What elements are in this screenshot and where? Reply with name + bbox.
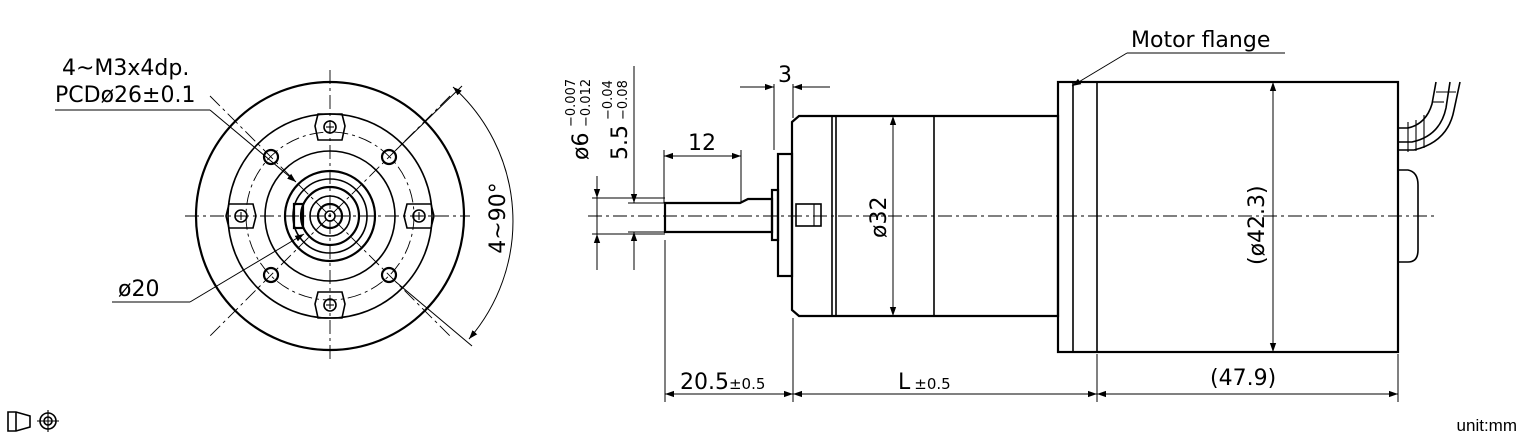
- motor-body: [1056, 80, 1419, 354]
- output-shaft: [663, 197, 774, 234]
- shaft-length-label: 20.5: [680, 370, 729, 395]
- tapped-hole-4: [380, 266, 398, 284]
- gearbox-length-dimension: L±0.5: [898, 370, 951, 395]
- pilot-circle: [283, 169, 377, 263]
- flange-thickness-label: 3: [778, 63, 792, 88]
- motor-diameter-label: (ø42.3): [1245, 185, 1270, 265]
- gearbox-length-label: L: [898, 370, 911, 395]
- mount-screw-right: [403, 203, 435, 229]
- mount-screw-top: [314, 113, 346, 141]
- flat-size-tol-upper: −0.04: [601, 80, 616, 120]
- hole-spec-line2: PCDø26±0.1: [55, 83, 195, 108]
- angle-label: 4~90°: [486, 182, 511, 253]
- shaft-diameter-tol-upper: −0.007: [564, 79, 579, 127]
- shaft-length-tol: ±0.5: [729, 375, 765, 393]
- gearbox-length-tol: ±0.5: [914, 375, 950, 393]
- flat-size-label: 5.5: [608, 125, 633, 160]
- mount-screw-left: [225, 203, 257, 229]
- front-view: 4~M3x4dp. PCDø26±0.1 ø20 4~90°: [55, 56, 514, 360]
- shaft-flat-length-label: 12: [688, 131, 716, 156]
- tapped-hole-1: [262, 148, 280, 166]
- unit-label: unit:mm: [1457, 416, 1517, 435]
- bearing-circle-2: [299, 185, 361, 247]
- tapped-hole-2: [380, 148, 398, 166]
- motor-cable: [1398, 81, 1461, 152]
- shaft-circle: [316, 202, 344, 230]
- shaft-diameter-label: ø6: [569, 133, 594, 160]
- inner-ring-circle: [264, 150, 396, 282]
- flat-size-tol-lower: −0.08: [616, 80, 631, 120]
- third-angle-projection-icon: [7, 410, 59, 432]
- motor-flange-label: Motor flange: [1131, 28, 1270, 53]
- shaft-length-dimension: 20.5±0.5: [680, 370, 765, 395]
- gearbox-diameter-label: ø32: [867, 197, 892, 238]
- side-view: Motor flange 3 12 ø6 −0.007 −0.012 5.5 −…: [564, 28, 1461, 402]
- bearing-circle-3: [309, 195, 351, 237]
- pcd-circle: [245, 131, 415, 301]
- pilot-diameter-label: ø20: [118, 277, 159, 302]
- shaft-diameter-tol-lower: −0.012: [579, 79, 594, 127]
- hole-spec-line1: 4~M3x4dp.: [62, 56, 189, 81]
- motor-length-label: (47.9): [1210, 366, 1276, 391]
- tapped-hole-3: [262, 266, 280, 284]
- shaft-center: [324, 210, 336, 222]
- mount-screw-bottom: [314, 291, 346, 319]
